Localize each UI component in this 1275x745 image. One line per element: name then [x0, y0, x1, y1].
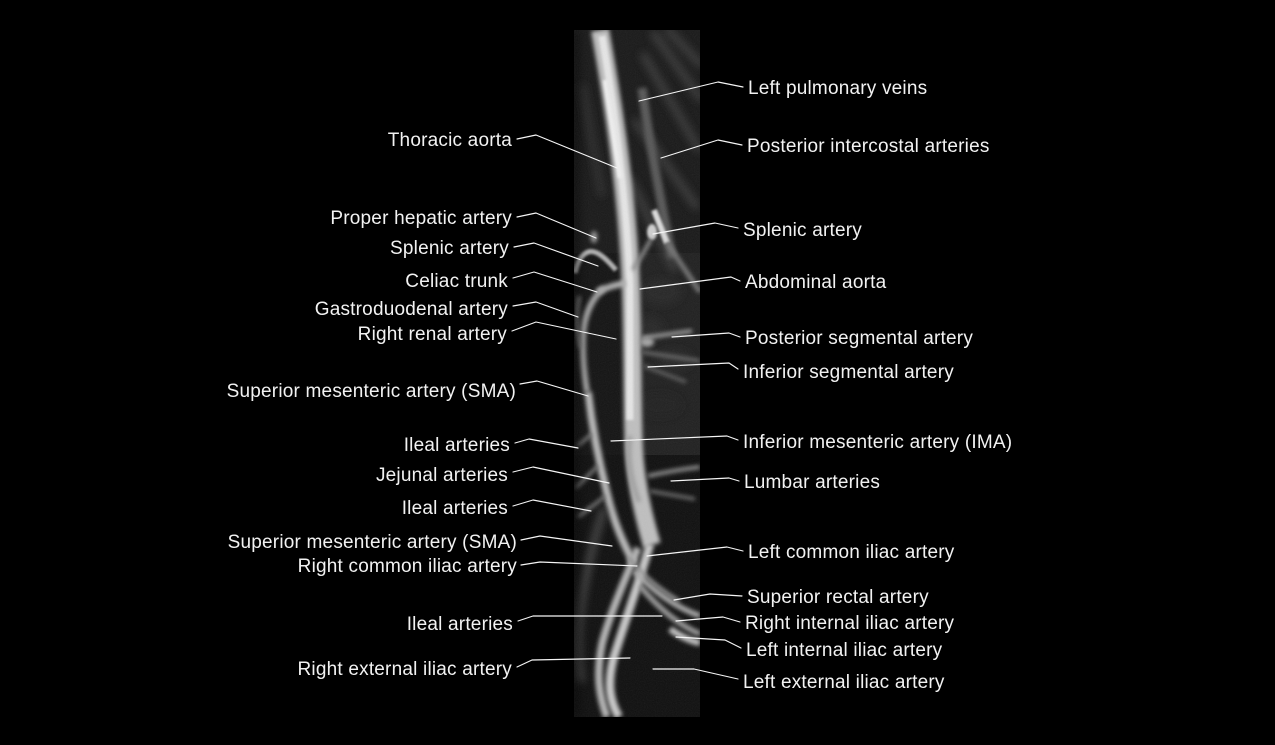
- anatomy-label: Right renal artery: [357, 324, 507, 346]
- anatomy-label: Right common iliac artery: [297, 556, 517, 578]
- film-grain: [574, 30, 700, 717]
- anatomy-label: Left external iliac artery: [743, 672, 945, 694]
- anatomy-label: Right external iliac artery: [297, 659, 512, 681]
- anatomy-label: Left common iliac artery: [748, 542, 955, 564]
- anatomy-label: Posterior intercostal arteries: [747, 136, 990, 158]
- anatomy-label: Ileal arteries: [406, 614, 513, 636]
- anatomy-label: Abdominal aorta: [745, 272, 887, 294]
- anatomy-label: Thoracic aorta: [387, 130, 512, 152]
- leader-line: [512, 301, 579, 318]
- anatomy-label: Posterior segmental artery: [745, 328, 974, 350]
- anatomy-label: Proper hepatic artery: [330, 208, 512, 230]
- anatomy-label: Right internal iliac artery: [745, 613, 955, 635]
- anatomy-label: Left internal iliac artery: [746, 640, 943, 662]
- anatomy-label: Inferior segmental artery: [743, 362, 954, 384]
- anatomy-label: Ileal arteries: [401, 498, 508, 520]
- anatomy-label: Left pulmonary veins: [748, 78, 928, 100]
- anatomy-label: Inferior mesenteric artery (IMA): [743, 432, 1013, 454]
- anatomy-label: Superior mesenteric artery (SMA): [226, 381, 516, 403]
- leader-line: [514, 438, 579, 449]
- anatomy-label: Gastroduodenal artery: [314, 299, 508, 321]
- mra-scan-image: [574, 30, 700, 717]
- anatomy-label: Splenic artery: [390, 238, 509, 260]
- anatomy-label: Jejunal arteries: [375, 465, 508, 487]
- anatomy-label: Superior rectal artery: [747, 587, 929, 609]
- anatomy-label: Ileal arteries: [403, 435, 510, 457]
- anatomy-label: Splenic artery: [743, 220, 862, 242]
- anatomy-label: Lumbar arteries: [744, 472, 881, 494]
- anatomy-label: Superior mesenteric artery (SMA): [227, 532, 517, 554]
- anatomy-label: Celiac trunk: [405, 271, 508, 293]
